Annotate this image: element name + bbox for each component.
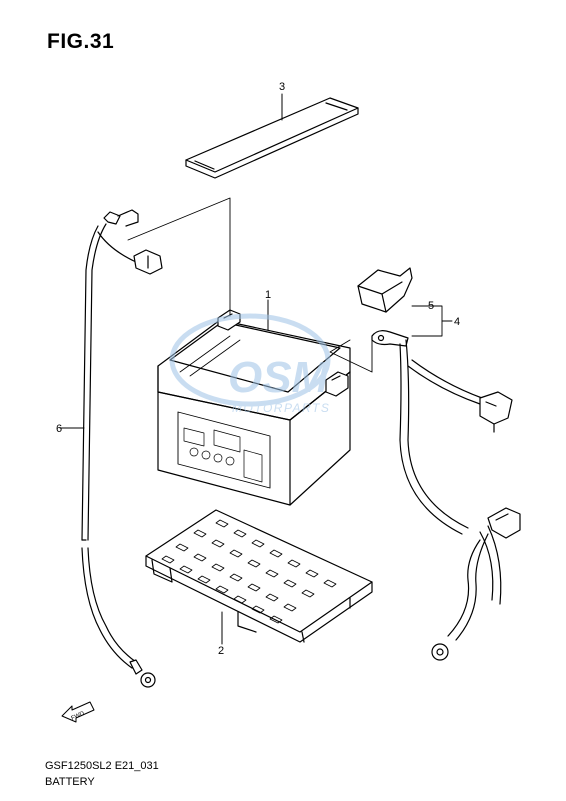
callout-5: 5 xyxy=(428,300,434,312)
negative-lead xyxy=(59,209,163,688)
battery-strap xyxy=(185,93,359,179)
forward-arrow-icon xyxy=(61,701,95,723)
leader-lines xyxy=(127,197,373,373)
battery-tray xyxy=(145,509,373,645)
watermark-sub: MOTORPARTS xyxy=(232,401,330,415)
callout-2: 2 xyxy=(218,645,224,657)
callout-1: 1 xyxy=(265,289,271,301)
positive-lead xyxy=(357,267,521,661)
figure-title: FIG.31 xyxy=(47,30,115,53)
watermark-logo: OSM MOTORPARTS xyxy=(169,313,331,415)
callout-6: 6 xyxy=(56,423,62,435)
callout-3: 3 xyxy=(279,81,285,93)
callout-4: 4 xyxy=(454,316,460,328)
watermark-brand: OSM xyxy=(228,353,330,402)
diagram-caption: BATTERY xyxy=(45,776,95,788)
fwd-label: FWD xyxy=(71,711,87,722)
diagram-code: GSF1250SL2 E21_031 xyxy=(45,760,159,772)
